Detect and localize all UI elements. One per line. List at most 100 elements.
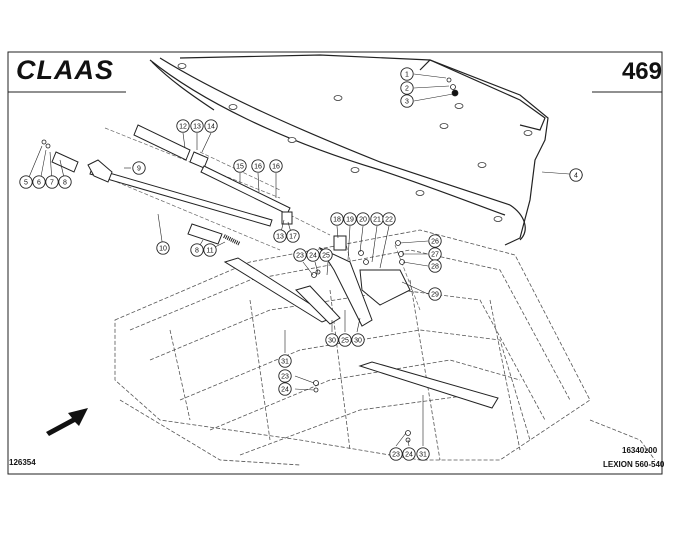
fasteners xyxy=(41,77,459,443)
callout-circle-c10 xyxy=(156,241,170,255)
callout-circle-c15 xyxy=(233,159,247,173)
page-frame xyxy=(7,51,663,475)
callout-circle-c18 xyxy=(330,212,344,226)
callout-label-c18: 18 xyxy=(333,217,341,224)
callout-circle-c24 xyxy=(306,248,320,262)
callout-label-c23: 23 xyxy=(296,253,304,260)
bracket-31b xyxy=(358,361,499,409)
callout-label-c4: 4 xyxy=(574,173,578,180)
callout-circle-c11 xyxy=(203,243,217,257)
callout-circle-c24c xyxy=(402,447,416,461)
parts xyxy=(51,124,499,409)
callout-label-c24c: 24 xyxy=(405,452,413,459)
callout-circle-c13 xyxy=(190,119,204,133)
panel-bolt-holes xyxy=(177,63,533,222)
callout-label-c28: 28 xyxy=(431,264,439,271)
callout-circle-c31 xyxy=(278,354,292,368)
callout-circle-c14 xyxy=(204,119,218,133)
callout-circle-c3 xyxy=(400,94,414,108)
callout-label-c25: 25 xyxy=(322,253,330,260)
callout-circle-c31b xyxy=(416,447,430,461)
callout-label-c8: 8 xyxy=(63,180,67,187)
callout-label-c17: 17 xyxy=(289,234,297,241)
callout-label-c30: 30 xyxy=(328,338,336,345)
callout-label-c25b: 25 xyxy=(341,338,349,345)
page-number: 469 xyxy=(621,58,662,85)
callout-label-c15: 15 xyxy=(236,164,244,171)
callout-label-c29: 29 xyxy=(431,292,439,299)
claas-logo: CLAAS xyxy=(16,55,114,84)
callout-circle-c8 xyxy=(58,175,72,189)
sleeve-8b xyxy=(187,223,223,245)
callout-label-c31: 31 xyxy=(281,359,289,366)
callout-circle-c4 xyxy=(569,168,583,182)
callout-circle-c17 xyxy=(286,229,300,243)
callout-circle-c24b xyxy=(278,382,292,396)
bushing-17 xyxy=(281,211,293,225)
callout-label-c10: 10 xyxy=(159,246,167,253)
long-shaft-10 xyxy=(89,167,273,227)
callout-circle-c23c xyxy=(389,447,403,461)
block-18 xyxy=(333,235,347,251)
callout-circle-c29 xyxy=(428,287,442,301)
callout-circle-c25b xyxy=(338,333,352,347)
callout-label-c3: 3 xyxy=(405,99,409,106)
callout-label-c11: 11 xyxy=(206,248,213,255)
callout-label-c6: 6 xyxy=(37,180,41,187)
callout-label-c21: 21 xyxy=(373,217,381,224)
callout-circle-c1 xyxy=(400,67,414,81)
callout-circle-c12 xyxy=(176,119,190,133)
callout-label-c31b: 31 xyxy=(419,452,427,459)
callout-circle-c16b xyxy=(269,159,283,173)
callout-label-c16b: 16 xyxy=(272,164,280,171)
brand-wordmark: CLAAS xyxy=(16,55,114,84)
drawing-reference: 126354 xyxy=(9,458,36,467)
callout-label-c27: 27 xyxy=(431,252,439,259)
callout-label-c5: 5 xyxy=(24,180,28,187)
callout-label-c24b: 24 xyxy=(281,387,289,394)
sleeve-14 xyxy=(189,151,209,169)
callout-label-c26: 26 xyxy=(431,239,439,246)
callout-label-c30b: 30 xyxy=(354,338,362,345)
direction-arrow xyxy=(46,408,88,436)
callout-circle-c6 xyxy=(32,175,46,189)
callout-circle-c28 xyxy=(428,259,442,273)
pivot-arm xyxy=(318,246,373,327)
bracket-31 xyxy=(223,257,334,323)
model-label: LEXION 560-540 xyxy=(603,460,665,469)
callout-circle-c7 xyxy=(45,175,59,189)
callout-circle-c20 xyxy=(356,212,370,226)
callout-circle-c19 xyxy=(343,212,357,226)
callout-circle-c8b xyxy=(190,243,204,257)
callout-label-c12: 12 xyxy=(179,124,187,131)
callout-circle-c16 xyxy=(251,159,265,173)
cover-panel xyxy=(149,54,549,246)
callout-circle-c22 xyxy=(382,212,396,226)
callout-label-c23b: 23 xyxy=(281,374,289,381)
callout-circle-c13b xyxy=(273,229,287,243)
callout-label-c2: 2 xyxy=(405,86,409,93)
callout-label-c16: 16 xyxy=(254,164,262,171)
figure-reference: 16340z00 xyxy=(622,446,658,455)
tube-12 xyxy=(133,124,191,161)
callout-label-c20: 20 xyxy=(359,217,367,224)
callout-label-c1: 1 xyxy=(405,72,409,79)
callout-label-c23c: 23 xyxy=(392,452,400,459)
callout-circle-c26 xyxy=(428,234,442,248)
callout-label-c13: 13 xyxy=(193,124,201,131)
callout-label-c24: 24 xyxy=(309,253,317,260)
lever-30 xyxy=(295,285,341,325)
callout-label-c7: 7 xyxy=(50,180,54,187)
callout-circle-c5 xyxy=(19,175,33,189)
callout-label-c8b: 8 xyxy=(195,248,199,255)
callout-label-c9: 9 xyxy=(137,166,141,173)
callout-label-c19: 19 xyxy=(346,217,354,224)
callout-label-c14: 14 xyxy=(207,124,215,131)
callout-circle-c23b xyxy=(278,369,292,383)
callout-circle-c9 xyxy=(132,161,146,175)
callout-label-c22: 22 xyxy=(385,217,393,224)
frame-outline-dashed xyxy=(114,229,656,466)
callout-circle-c23 xyxy=(293,248,307,262)
